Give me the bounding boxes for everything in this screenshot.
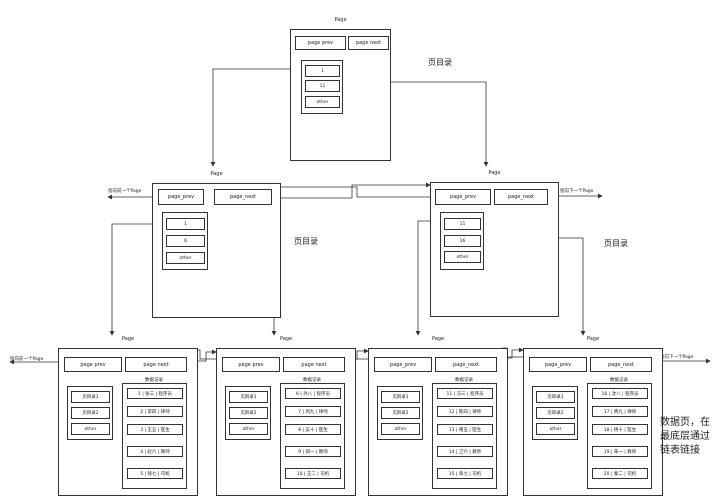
directory-entry: 1: [305, 65, 340, 77]
data-record: 16 | 沈八 | 程序员: [592, 388, 648, 399]
page-prev-box: page_prev: [435, 189, 491, 205]
directory-entry: 页目录1: [536, 391, 575, 403]
data-record: 1 | 张三 | 程序员: [127, 388, 183, 399]
page-title: Page: [586, 336, 600, 342]
directory-group: 页目录1 页目录2 other: [67, 386, 113, 440]
prev-page-label-mid: 指向前一个Page: [108, 189, 142, 194]
directory-entry: 页目录1: [71, 391, 110, 403]
directory-entry: other: [444, 251, 481, 263]
data-record: 14 | 卫六 | 教师: [437, 446, 493, 457]
directory-group: 页目录1 页目录2 other: [377, 386, 423, 440]
directory-group: 11 16 other: [440, 212, 484, 270]
data-record: 10 | 王二 | 司机: [285, 468, 341, 479]
data-record: 7 | 周九 | 律师: [285, 406, 341, 417]
mid-right-dir-label: 页目录: [604, 239, 628, 248]
page-title: Page: [121, 336, 135, 342]
data-record: 3 | 王五 | 医生: [127, 424, 183, 435]
page-title: Page: [488, 170, 501, 176]
data-record: 4 | 赵六 | 教师: [127, 446, 183, 457]
directory-entry: other: [229, 423, 268, 435]
data-record: 20 | 秦二 | 司机: [592, 468, 648, 479]
page-title: Page: [431, 336, 445, 342]
data-records-header: 数据记录: [455, 378, 473, 383]
directory-entry: other: [166, 252, 205, 264]
data-record: 11 | 冯三 | 程序员: [437, 388, 493, 399]
page-prev-box: page prev: [64, 357, 122, 372]
page-next-box: page next: [283, 357, 345, 372]
mid-right-page: Page page_prev page_next 11 16 other: [430, 170, 559, 317]
page-prev-box: page_prev: [529, 357, 587, 372]
data-record: 8 | 吴十 | 医生: [285, 424, 341, 435]
data-records-header: 数据记录: [303, 378, 321, 383]
data-records-group: 11 | 冯三 | 程序员 12 | 陈四 | 律师 13 | 褚五 | 医生 14 …: [432, 383, 497, 489]
mid-left-page: Page page_prev page_next 1 6 other: [152, 171, 281, 318]
root-page: Page page prev page next 1 11 other: [290, 17, 391, 161]
page-next-box: page next: [125, 357, 187, 372]
next-page-label-bottom: 指向下一个Page: [660, 355, 694, 360]
page-title: Page: [279, 336, 293, 342]
directory-entry: 11: [444, 218, 481, 230]
directory-entry: other: [305, 96, 340, 108]
directory-entry: other: [71, 423, 110, 435]
page-next-box: page next: [348, 36, 389, 50]
page-title: Page: [210, 171, 223, 177]
data-record: 19 | 朱一 | 教师: [592, 446, 648, 457]
directory-entry: other: [381, 423, 420, 435]
directory-entry: 6: [166, 235, 205, 247]
directory-entry: 页目录2: [381, 407, 420, 419]
data-record: 15 | 蒋七 | 司机: [437, 468, 493, 479]
directory-entry: 1: [166, 218, 205, 230]
page-prev-box: page prev: [222, 357, 280, 372]
directory-group: 页目录1 页目录2 other: [532, 386, 578, 440]
next-page-label-mid: 指向下一个Page: [560, 189, 594, 194]
root-dir-label: 页目录: [428, 58, 452, 67]
prev-page-label-bottom: 指向前一个Page: [10, 357, 44, 362]
mid-left-dir-label: 页目录: [294, 237, 318, 246]
directory-entry: 11: [305, 80, 340, 92]
directory-entry: 页目录1: [381, 391, 420, 403]
page-title: Page: [334, 17, 347, 23]
data-records-header: 数据记录: [145, 378, 163, 383]
page-prev-box: page prev: [295, 36, 346, 50]
data-records-group: 6 | 孙八 | 程序员 7 | 周九 | 律师 8 | 吴十 | 医生 9 | 郑一…: [280, 383, 345, 489]
page-prev-box: page_prev: [374, 357, 432, 372]
data-record: 2 | 李四 | 律师: [127, 406, 183, 417]
page-next-box: page_next: [435, 357, 497, 372]
data-page-note: 数据页，在最底层通过链表链接: [660, 417, 710, 456]
page-prev-box: page_prev: [158, 189, 204, 205]
page-next-box: page_next: [494, 189, 548, 205]
data-record: 6 | 孙八 | 程序员: [285, 388, 341, 399]
directory-group: 1 6 other: [162, 212, 208, 270]
data-record: 9 | 郑一 | 教师: [285, 446, 341, 457]
directory-group: 1 11 other: [301, 60, 343, 114]
directory-entry: other: [536, 423, 575, 435]
data-records-header: 数据记录: [610, 378, 628, 383]
directory-entry: 页目录2: [229, 407, 268, 419]
data-record: 17 | 韩九 | 律师: [592, 406, 648, 417]
page-next-box: page_next: [214, 189, 272, 205]
data-record: 5 | 钱七 | 司机: [127, 468, 183, 479]
directory-entry: 16: [444, 235, 481, 247]
data-records-group: 1 | 张三 | 程序员 2 | 李四 | 律师 3 | 王五 | 医生 4 | 赵六…: [122, 383, 187, 489]
data-record: 13 | 褚五 | 医生: [437, 424, 493, 435]
directory-entry: 页目录2: [71, 407, 110, 419]
page-next-box: page_next: [590, 357, 652, 372]
directory-entry: 页目录1: [229, 391, 268, 403]
data-record: 18 | 杨十 | 医生: [592, 424, 648, 435]
directory-entry: 页目录2: [536, 407, 575, 419]
data-records-group: 16 | 沈八 | 程序员 17 | 韩九 | 律师 18 | 杨十 | 医生 19 …: [587, 383, 652, 489]
directory-group: 页目录1 页目录2 other: [225, 386, 271, 440]
data-record: 12 | 陈四 | 律师: [437, 406, 493, 417]
